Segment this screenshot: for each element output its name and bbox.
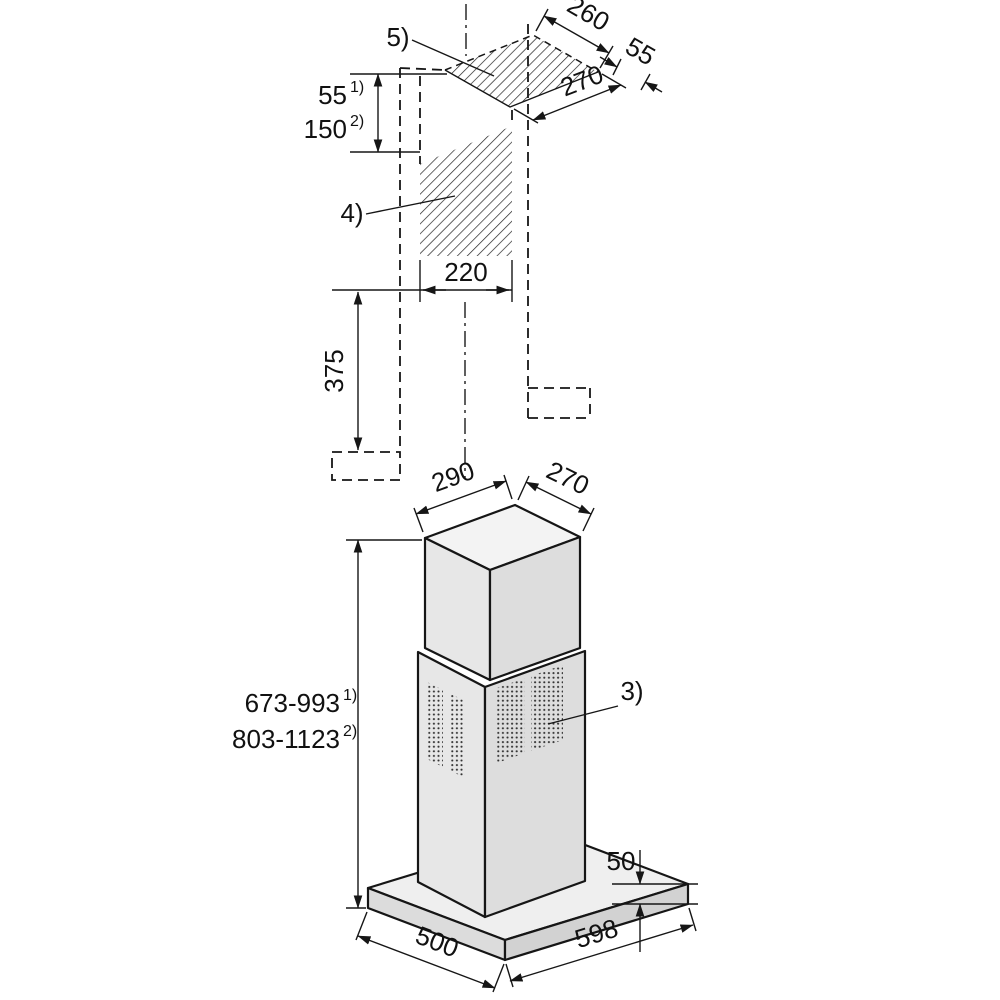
wall-bracket-notch — [528, 387, 591, 419]
dim-clearance-alt-note: 2) — [350, 113, 364, 130]
dim-height-alt-value: 803-1123 — [232, 724, 340, 754]
dim-height-alt-note: 2) — [343, 723, 357, 740]
callout-3-leader — [547, 705, 619, 725]
dim-375-value: 375 — [319, 349, 349, 392]
dim-height-range: 673-993 1) 803-1123 2) — [232, 539, 422, 909]
callout-4-label: 4) — [340, 198, 363, 228]
chimney-upper-right-face — [488, 535, 582, 682]
dim-height-note: 1) — [343, 687, 357, 704]
dim-375: 375 — [319, 291, 363, 451]
dim-clearance: 55 1) 150 2) — [304, 73, 447, 153]
callout-3: 3) — [547, 676, 644, 725]
dim-clearance-alt-value: 150 — [304, 114, 347, 144]
dim-clearance-value: 55 — [318, 80, 347, 110]
vent-patch-4 — [531, 665, 563, 751]
callout-4-leader — [365, 195, 456, 215]
vent-patch-3 — [497, 678, 525, 763]
vent-patch-2 — [449, 693, 465, 778]
callout-5: 5) — [386, 22, 495, 77]
dim-50-value: 50 — [607, 846, 636, 876]
chimney-upper-duct — [423, 503, 582, 682]
callout-3-label: 3) — [620, 676, 643, 706]
dim-220-value: 220 — [444, 257, 487, 287]
vent-perforations — [427, 665, 563, 778]
wall-mark-box — [331, 451, 401, 481]
wall-cutout-hatch — [420, 126, 512, 256]
dim-220: 220 — [332, 257, 513, 302]
dim-clearance-note: 1) — [350, 79, 364, 96]
callout-5-leader — [411, 39, 495, 77]
vent-patch-1 — [427, 682, 443, 767]
dim-height-value: 673-993 — [245, 688, 340, 718]
callout-5-label: 5) — [386, 22, 409, 52]
callout-4: 4) — [340, 195, 456, 228]
